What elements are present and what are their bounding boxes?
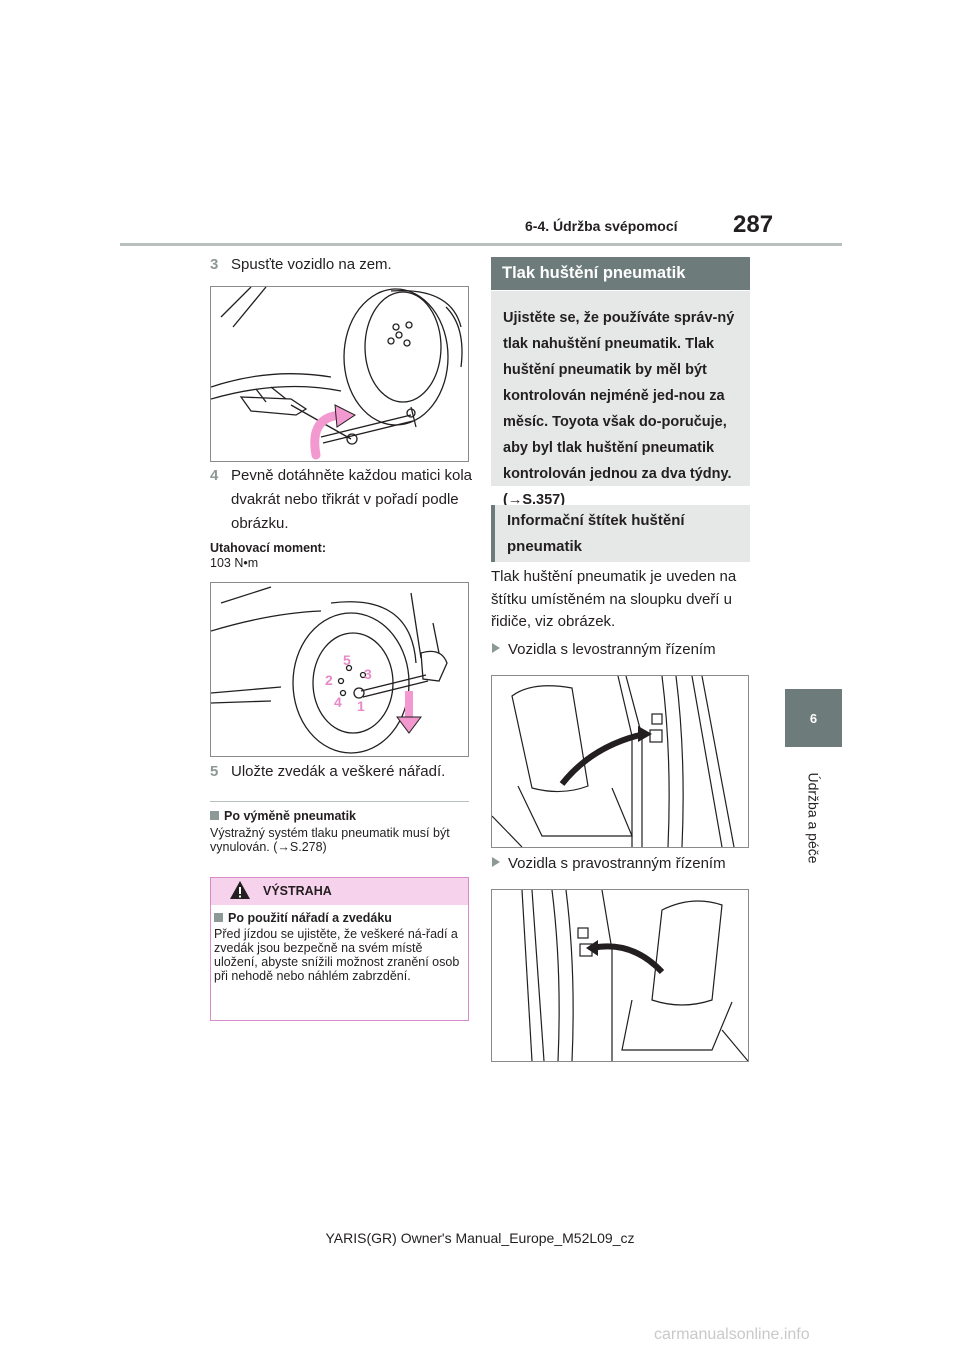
bullet-text: Vozidla s pravostranným řízením: [508, 855, 726, 872]
chapter-tab[interactable]: 6: [785, 689, 842, 747]
triangle-bullet-icon: [492, 857, 500, 867]
paragraph: Tlak huštění pneumatik je uveden na štít…: [491, 568, 737, 630]
section-heading: Tlak huštění pneumatik: [491, 257, 750, 290]
chapter-number: 6: [809, 710, 818, 726]
bullet-rhd: Vozidla s pravostranným řízením: [492, 855, 726, 872]
step-text: Pevně dotáhněte každou matici kola dvakr…: [231, 467, 472, 532]
note-heading: Po výměně pneumatik: [210, 809, 356, 823]
torque-value: 103 N•m: [210, 556, 259, 570]
step-4: 4 Pevně dotáhněte každou matici kola dva…: [210, 464, 472, 536]
step-number: 4: [210, 467, 219, 484]
info-box-text: Ujistěte se, že používáte správ-ný tlak …: [503, 310, 735, 508]
info-box: Ujistěte se, že používáte správ-ný tlak …: [491, 291, 750, 508]
figure-tightening-order: 5 3 2 4 1: [210, 582, 469, 757]
chapter-label-text: Údržba a péče: [806, 771, 822, 864]
footer-text: YARIS(GR) Owner's Manual_Europe_M52L09_c…: [325, 1230, 635, 1246]
watermark: carmanualsonline.info: [654, 1326, 810, 1343]
note-title: Po výměně pneumatik: [224, 809, 356, 823]
subsection-heading: Informační štítek huštění pneumatik: [491, 505, 750, 562]
step-5: 5 Uložte zvedák a veškeré nářadí.: [210, 760, 472, 784]
nut-label-3: 3: [364, 666, 372, 682]
step-number: 5: [210, 763, 219, 780]
figure-door-label-rhd: [491, 889, 749, 1062]
figure-lower-vehicle: [210, 286, 469, 462]
square-bullet-icon: [210, 811, 219, 820]
step-3: 3 Spusťte vozidlo na zem.: [210, 253, 472, 277]
warning-title: VÝSTRAHA: [263, 884, 332, 898]
figure-door-label-lhd: [491, 675, 749, 848]
step-text: Uložte zvedák a veškeré nářadí.: [231, 763, 446, 780]
bullet-text: Vozidla s levostranným řízením: [508, 641, 716, 658]
subsection-heading-text: Informační štítek huštění pneumatik: [507, 512, 685, 555]
note-divider: [210, 801, 469, 802]
warning-body: Před jízdou se ujistěte, že veškeré ná-ř…: [214, 927, 460, 983]
section-title: 6-4. Údržba svépomocí: [525, 218, 678, 234]
step-number: 3: [210, 256, 219, 273]
nut-label-2: 2: [325, 672, 333, 688]
warning-subtitle: Po použití nářadí a zvedáku: [214, 911, 392, 925]
warning-header: [211, 878, 468, 905]
step-text: Spusťte vozidlo na zem.: [231, 256, 392, 273]
note-body: Výstražný systém tlaku pneumatik musí bý…: [210, 826, 450, 854]
nut-label-4: 4: [334, 694, 342, 710]
bullet-lhd: Vozidla s levostranným řízením: [492, 641, 716, 658]
nut-label-1: 1: [357, 698, 365, 714]
page-number: 287: [733, 211, 774, 238]
header-rule: [120, 243, 842, 246]
nut-label-5: 5: [343, 652, 351, 668]
chapter-label: Údržba a péče: [786, 750, 842, 885]
triangle-bullet-icon: [492, 643, 500, 653]
square-bullet-icon: [214, 913, 223, 922]
warning-subtitle-text: Po použití nářadí a zvedáku: [228, 911, 392, 925]
torque-label: Utahovací moment:: [210, 541, 326, 555]
warning-triangle-icon: [230, 881, 250, 899]
